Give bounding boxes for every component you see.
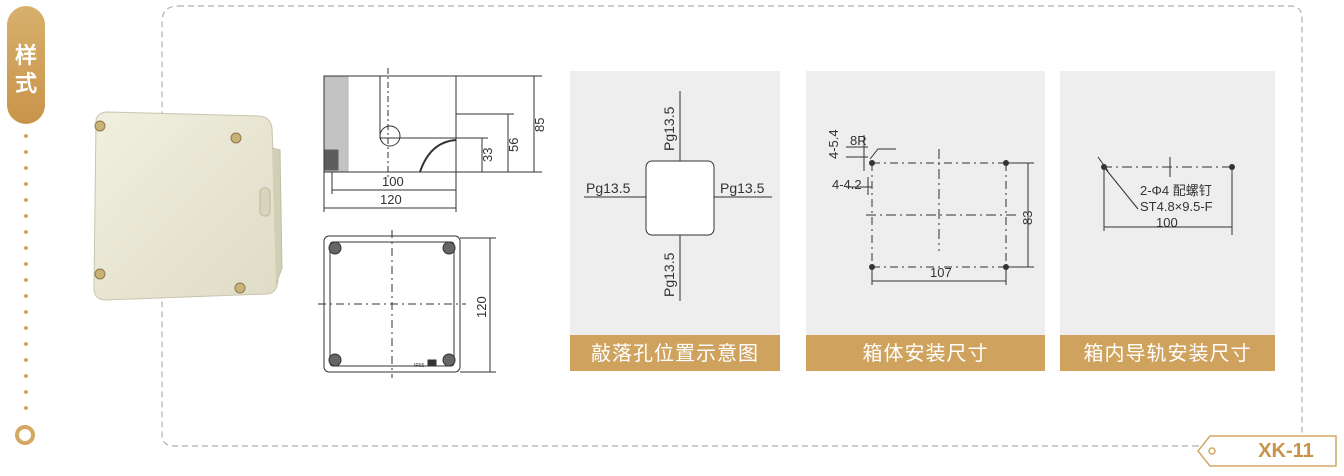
mount-diagram-card: 4-5.4 8R 4-4.2 107 83 箱体安装尺寸 <box>806 71 1045 371</box>
knockout-bottom-label: Pg13.5 <box>661 252 677 297</box>
model-tag <box>1197 435 1337 467</box>
junction-box-icon <box>93 111 283 301</box>
style-tab-char-2: 式 <box>14 72 37 97</box>
dim-outer-width: 120 <box>380 192 402 207</box>
knockout-diagram-card: Pg13.5 Pg13.5 Pg13.5 Pg13.5 敲落孔位置示意图 <box>570 71 780 371</box>
dim-height-low: 33 <box>480 148 495 162</box>
dim-inner-width: 100 <box>382 174 404 189</box>
mount-width-label: 107 <box>930 265 952 280</box>
rail-diagram: 2-Φ4 配螺钉 ST4.8×9.5-F 100 <box>1097 156 1236 235</box>
rating-mark: IP65 <box>414 363 425 369</box>
rail-screw-label: 2-Φ4 配螺钉 <box>1140 183 1212 198</box>
dim-height-total: 85 <box>532 118 547 132</box>
mount-inset-label: 4-4.2 <box>832 177 862 192</box>
mount-hole-label: 4-5.4 <box>826 129 841 159</box>
mount-radius-label: 8R <box>850 133 867 148</box>
dim-top-height: 120 <box>474 296 489 318</box>
rail-spec-label: ST4.8×9.5-F <box>1140 199 1213 214</box>
mount-diagram: 4-5.4 8R 4-4.2 107 83 <box>826 129 1035 285</box>
technical-drawings: 100 120 85 56 33 120 IP65 <box>318 68 547 378</box>
knockout-top-label: Pg13.5 <box>661 106 677 151</box>
mount-height-label: 83 <box>1020 211 1035 225</box>
knockout-right-label: Pg13.5 <box>720 180 765 196</box>
dotted-connector <box>24 134 28 410</box>
style-tab-char-1: 样 <box>14 44 37 69</box>
style-tab: 样 式 <box>7 6 45 124</box>
model-code: XK-11 <box>1258 440 1314 462</box>
rail-width-label: 100 <box>1156 215 1178 230</box>
mount-title: 箱体安装尺寸 <box>806 335 1045 371</box>
knockout-title: 敲落孔位置示意图 <box>570 335 780 371</box>
knockout-left-label: Pg13.5 <box>586 180 631 196</box>
rail-title: 箱内导轨安装尺寸 <box>1060 335 1275 371</box>
dim-height-mid: 56 <box>506 138 521 152</box>
rail-diagram-card: 2-Φ4 配螺钉 ST4.8×9.5-F 100 箱内导轨安装尺寸 <box>1060 71 1275 371</box>
knockout-diagram: Pg13.5 Pg13.5 Pg13.5 Pg13.5 <box>584 91 772 301</box>
ring-icon <box>15 425 35 445</box>
